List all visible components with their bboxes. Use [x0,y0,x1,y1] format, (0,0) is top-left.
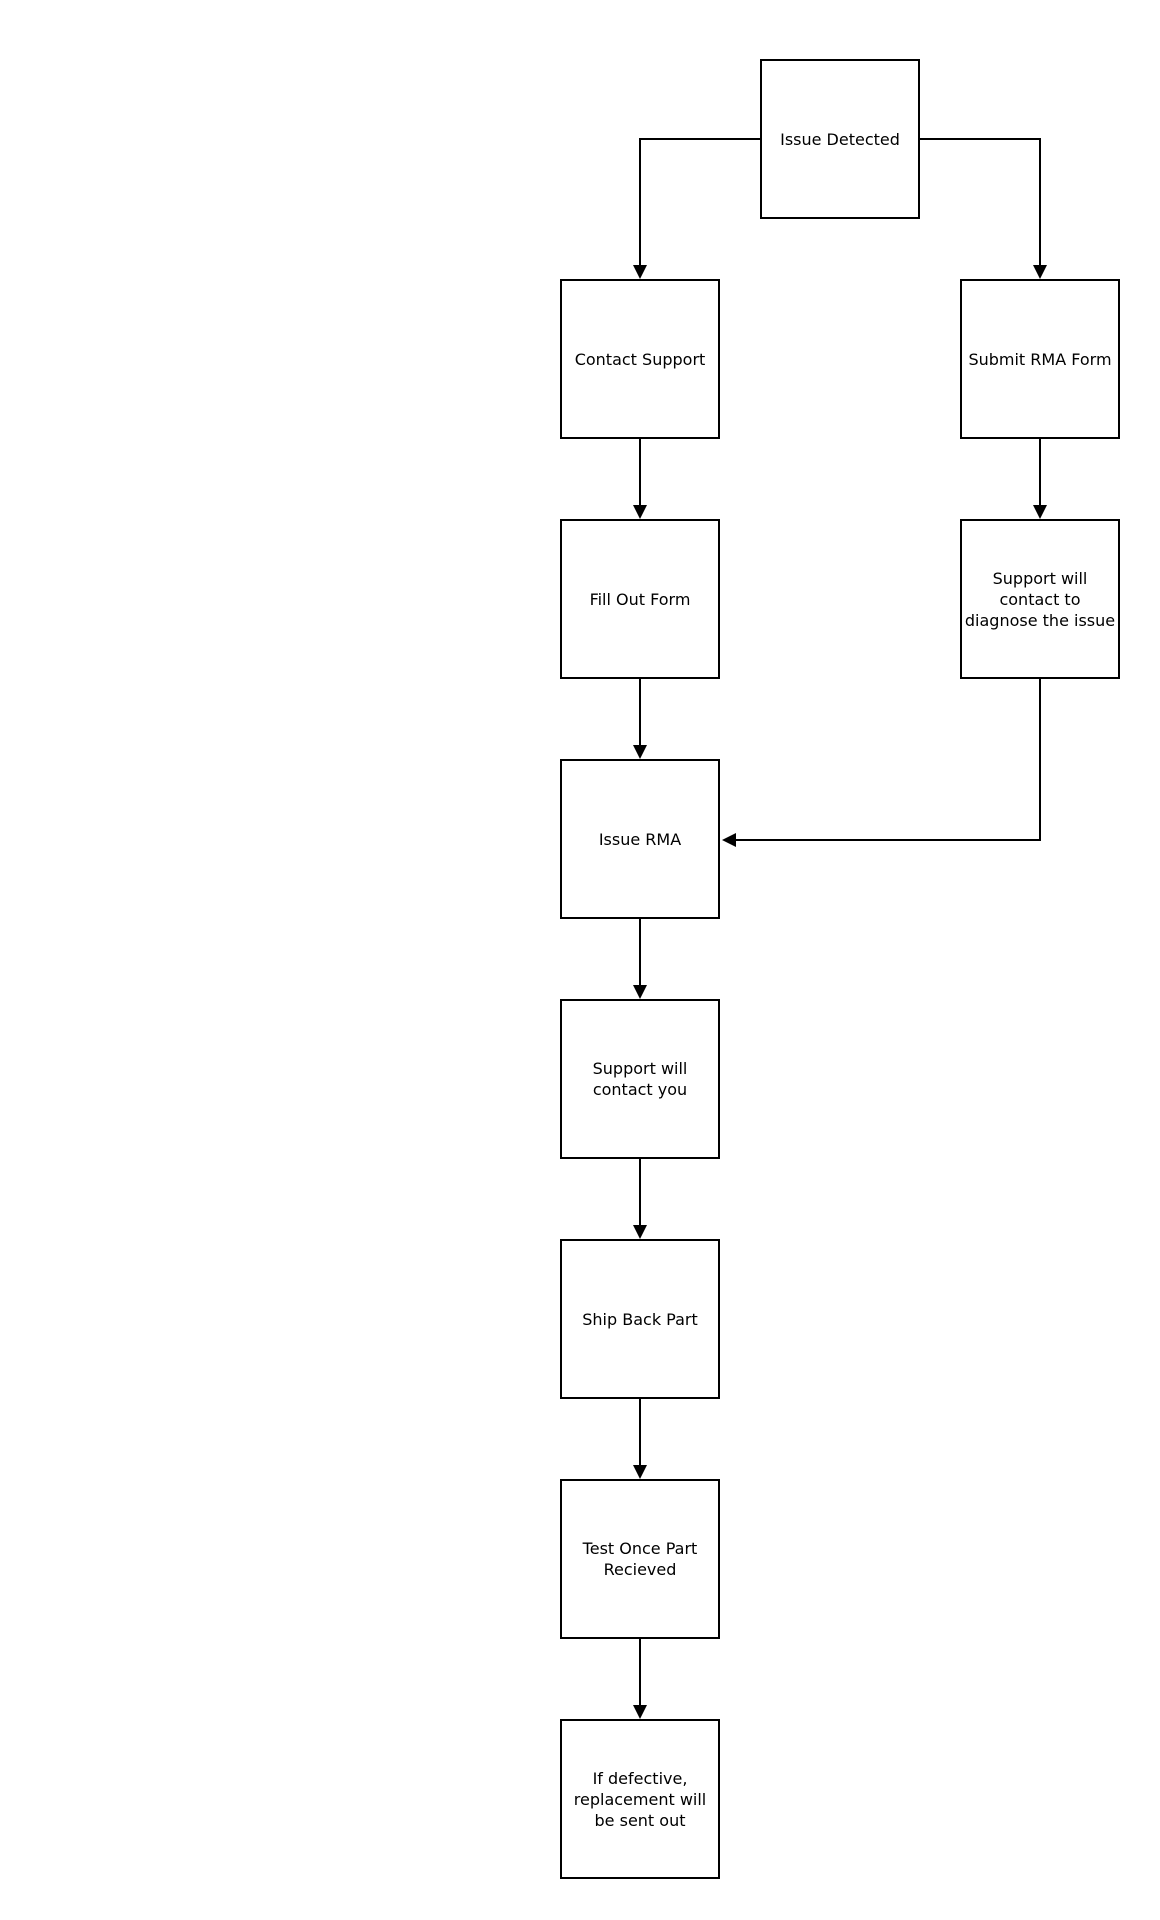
connector-support-diagnose-to-issue-rma [722,679,1041,847]
node-contact-support-label: Contact Support [574,349,706,369]
node-issue-detected-label: Issue Detected [780,129,900,149]
connector-ship-back-part-to-test-once-part [633,1399,647,1479]
node-issue-rma-label: Issue RMA [598,829,682,849]
node-ship-back-part-label: Ship Back Part [582,1309,698,1329]
node-issue-rma: Issue RMA [560,759,720,919]
node-support-will-contact-you-label: Support will contact you [592,1059,688,1099]
connector-issue-detected-to-submit-rma-form [920,138,1047,279]
connector-issue-detected-to-contact-support [633,138,760,279]
node-issue-detected: Issue Detected [760,59,920,219]
node-support-will-contact-to-diagnose-label: Support will contact to diagnose the iss… [964,568,1116,630]
node-test-once-part-recieved-label: Test Once Part Recieved [582,1539,698,1579]
connector-contact-support-to-fill-out-form [633,439,647,519]
connector-fill-out-form-to-issue-rma [633,679,647,759]
node-submit-rma-form-label: Submit RMA Form [968,349,1112,369]
node-support-will-contact-you: Support will contact you [560,999,720,1159]
connector-test-once-part-to-if-defective [633,1639,647,1719]
node-fill-out-form: Fill Out Form [560,519,720,679]
node-if-defective-replacement-label: If defective, replacement will be sent o… [573,1768,707,1830]
connector-submit-rma-form-to-support-diagnose [1033,439,1047,519]
node-submit-rma-form: Submit RMA Form [960,279,1120,439]
node-support-will-contact-to-diagnose: Support will contact to diagnose the iss… [960,519,1120,679]
node-contact-support: Contact Support [560,279,720,439]
connector-support-contact-you-to-ship-back-part [633,1159,647,1239]
node-fill-out-form-label: Fill Out Form [589,589,691,609]
node-if-defective-replacement: If defective, replacement will be sent o… [560,1719,720,1879]
node-test-once-part-recieved: Test Once Part Recieved [560,1479,720,1639]
connector-issue-rma-to-support-contact-you [633,919,647,999]
node-ship-back-part: Ship Back Part [560,1239,720,1399]
